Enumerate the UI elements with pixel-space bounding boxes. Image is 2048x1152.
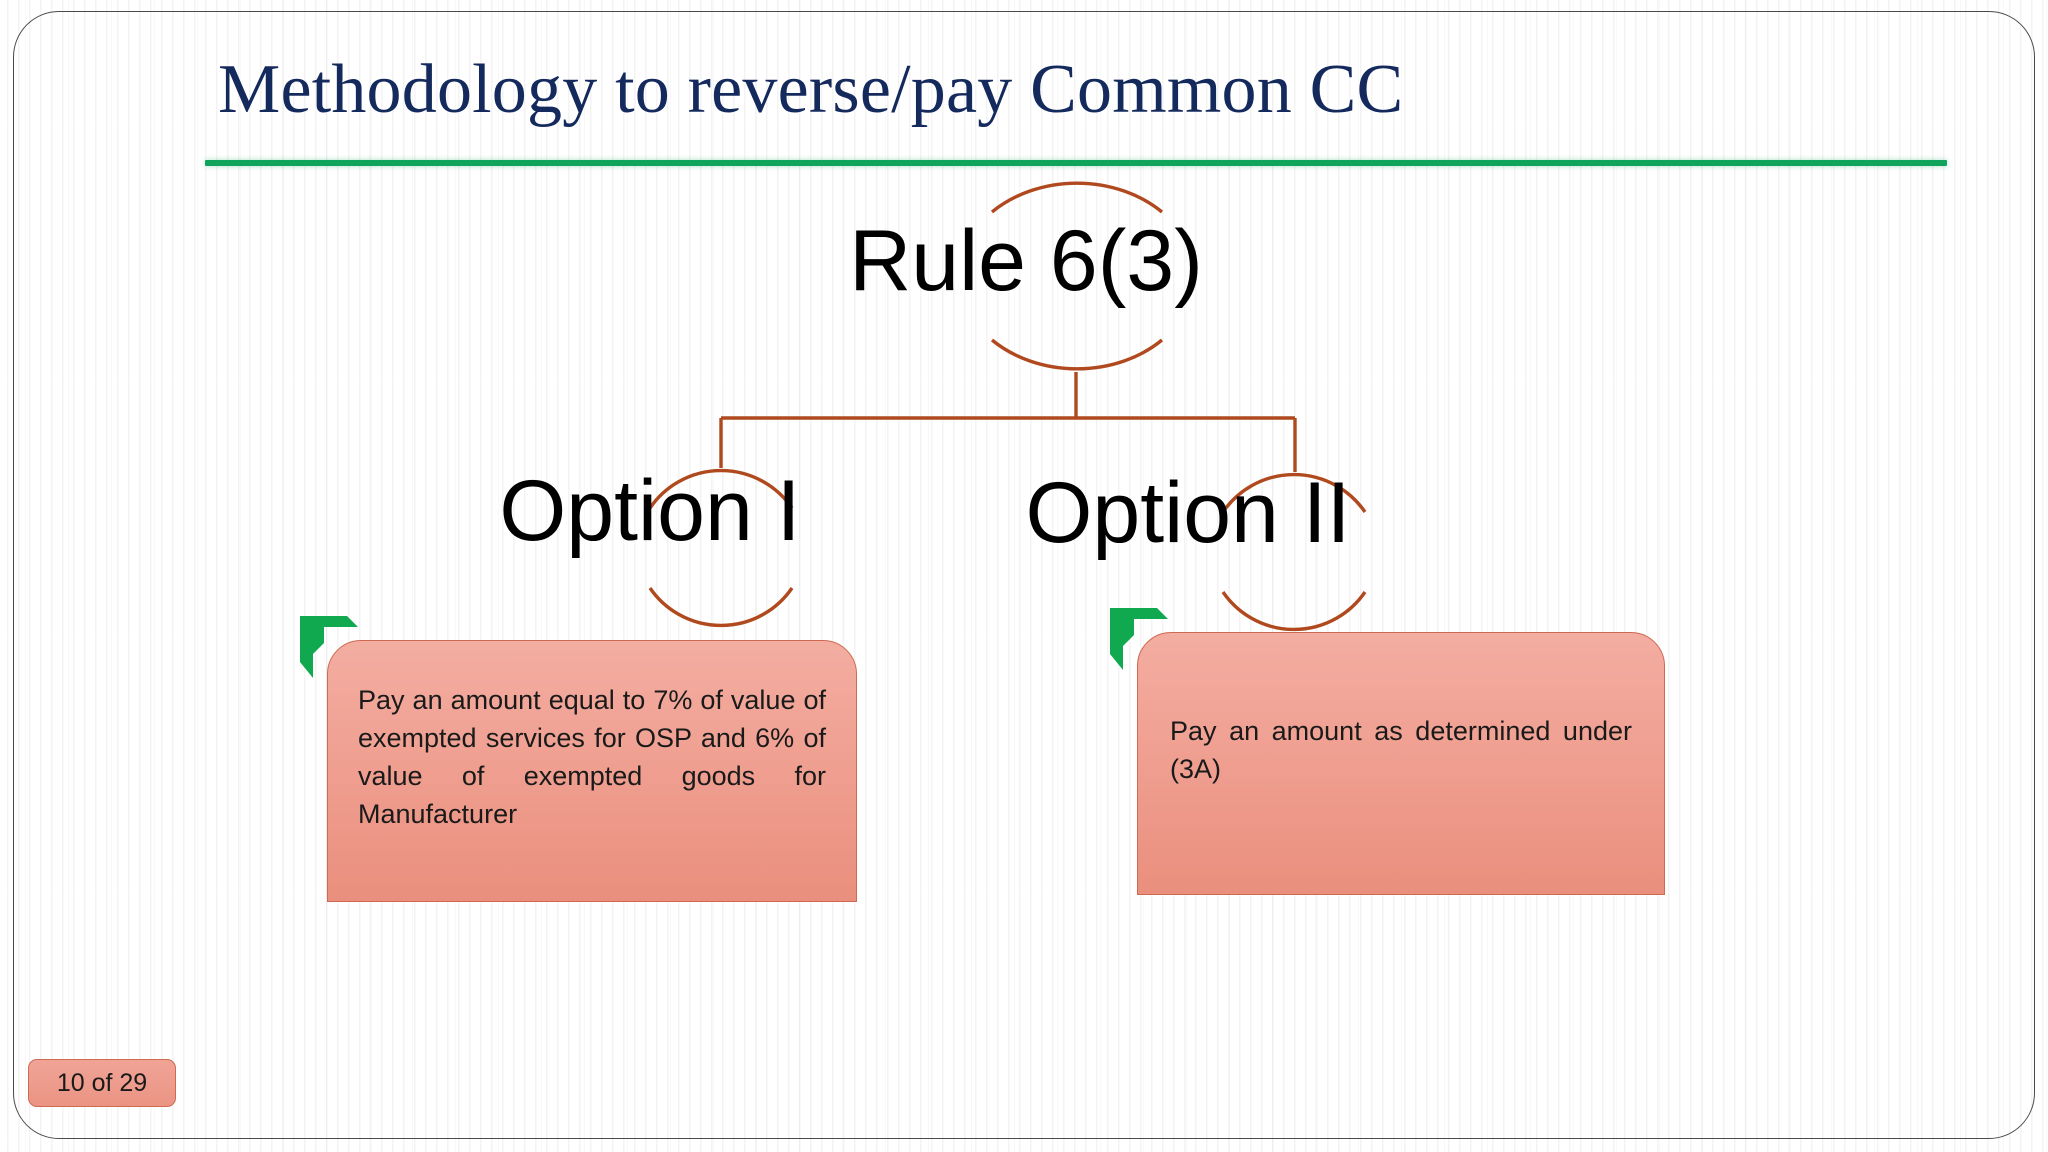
page-number-badge[interactable]: 10 of 29 [28, 1059, 176, 1107]
slide-border-frame [13, 11, 2035, 1139]
corner-flag-icon [1110, 608, 1168, 670]
node-label-option-1: Option I [499, 463, 801, 559]
option-2-detail-box[interactable]: Pay an amount as determined under (3A) [1137, 632, 1665, 895]
option-1-detail-text: Pay an amount equal to 7% of value of ex… [358, 685, 826, 829]
option-1-detail-box[interactable]: Pay an amount equal to 7% of value of ex… [327, 640, 857, 902]
title-underline-rule [205, 160, 1947, 166]
rule-node-arc-bottom [990, 338, 1164, 371]
option-2-detail-text: Pay an amount as determined under (3A) [1170, 715, 1632, 784]
node-label-option-2: Option II [1025, 465, 1351, 561]
option2-arc-bottom [1221, 591, 1367, 632]
page-title: Methodology to reverse/pay Common CC [218, 51, 1404, 128]
option1-arc-bottom [648, 587, 794, 628]
rule-node-arc-top [990, 181, 1164, 214]
node-label-rule: Rule 6(3) [849, 213, 1203, 309]
corner-flag-icon [300, 616, 358, 678]
